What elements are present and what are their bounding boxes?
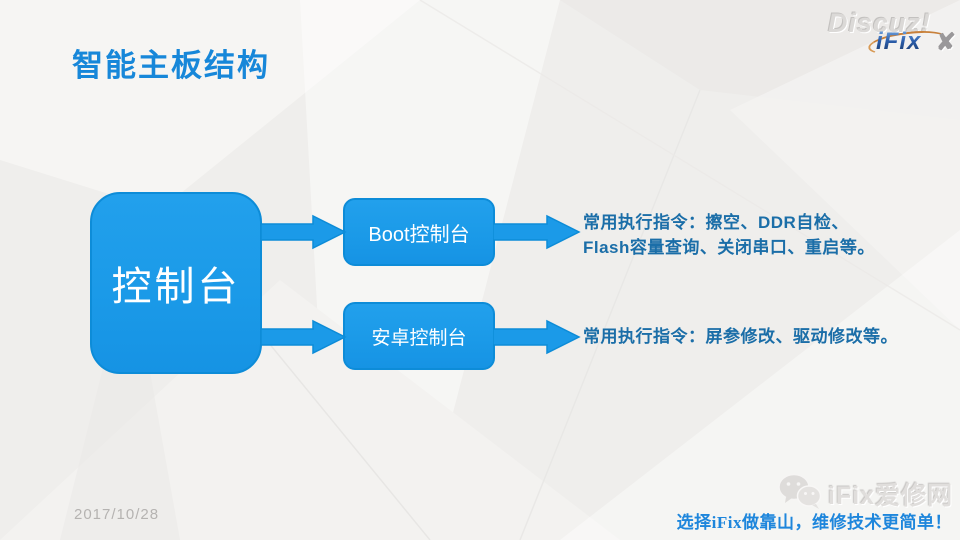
ifix-logo: iFix ✘: [866, 26, 956, 59]
android-console-commands-text: 常用执行指令：屏参修改、驱动修改等。: [583, 324, 913, 349]
diagram-box-android-console: 安卓控制台: [343, 302, 495, 370]
boot-console-commands-text: 常用执行指令：擦空、DDR自检、 Flash容量查询、关闭串口、重启等。: [583, 210, 913, 260]
diagram-box-boot-console-label: Boot控制台: [368, 223, 470, 246]
diagram-box-console: 控制台: [90, 192, 262, 374]
discuz-watermark: Discuz!: [828, 8, 932, 38]
android-console-commands-line1: 常用执行指令：屏参修改、驱动修改等。: [583, 327, 898, 346]
diagram-box-console-label: 控制台: [111, 265, 241, 309]
slide-date: 2017/10/28: [74, 506, 160, 523]
arrow-console-to-boot: [261, 214, 347, 250]
ifix-logo-text: iFix: [876, 28, 922, 55]
page-title: 智能主板结构: [72, 48, 270, 83]
arrow-boot-to-description: [493, 214, 581, 250]
arrow-android-to-description: [493, 319, 581, 355]
slogan-text: 选择iFix做靠山，维修技术更简单！: [676, 513, 952, 532]
diagram-box-boot-console: Boot控制台: [343, 198, 495, 266]
wechat-icon: [776, 472, 824, 510]
boot-console-commands-line2: Flash容量查询、关闭串口、重启等。: [583, 238, 875, 257]
arrow-console-to-android: [261, 319, 347, 355]
diagram-box-android-console-label: 安卓控制台: [371, 327, 467, 349]
ifix-logo-x-icon: ✘: [935, 29, 956, 56]
boot-console-commands-line1: 常用执行指令：擦空、DDR自检、: [583, 213, 849, 232]
wechat-account-name: iFix爱修网: [828, 482, 954, 510]
